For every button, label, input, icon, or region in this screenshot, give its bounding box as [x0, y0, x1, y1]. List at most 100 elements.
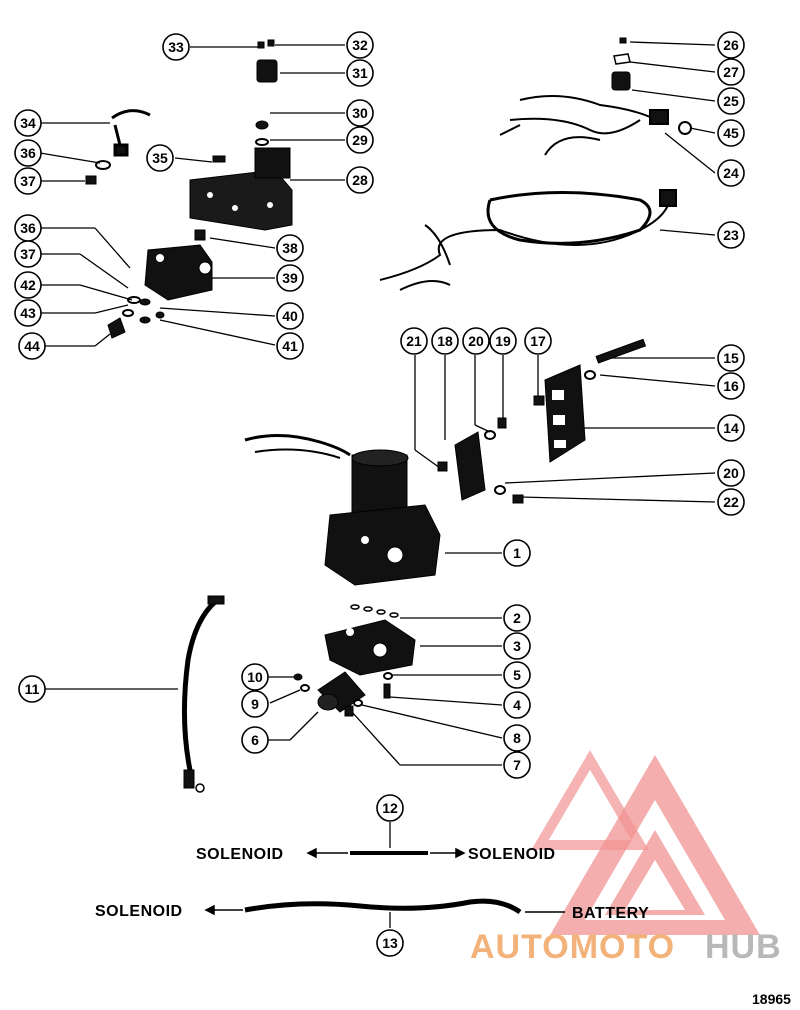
part-drawings [85, 37, 692, 916]
callout-circle [503, 751, 531, 779]
connection-labels: SOLENOID SOLENOID SOLENOID BATTERY [95, 846, 649, 922]
callout-number: 2 [513, 610, 521, 626]
callout-circle [18, 675, 46, 703]
callout-circle [503, 539, 531, 567]
callout-circle [162, 33, 190, 61]
callout-number: 18 [437, 333, 453, 349]
callout-number: 24 [723, 165, 739, 181]
callout-number: 44 [24, 338, 40, 354]
callout-number: 10 [247, 669, 263, 685]
part-13-cable [244, 898, 522, 915]
callout-circle [376, 929, 404, 957]
part-37-nut [85, 175, 97, 185]
callout-circle [717, 159, 745, 187]
callout-circle [717, 87, 745, 115]
callout-number: 37 [20, 246, 36, 262]
callout-number: 41 [282, 338, 298, 354]
callout-number: 35 [152, 150, 168, 166]
callout-20b: 20 [717, 459, 745, 487]
callout-number: 5 [513, 667, 521, 683]
callout-40: 40 [276, 302, 304, 330]
part-22-screw [512, 494, 524, 504]
callout-20a: 20 [462, 327, 490, 355]
callout-number: 37 [20, 173, 36, 189]
callout-number: 42 [20, 277, 36, 293]
callout-circle [717, 459, 745, 487]
callout-circle [241, 663, 269, 691]
callout-35: 35 [146, 144, 174, 172]
callout-number: 26 [723, 37, 739, 53]
callout-number: 29 [352, 132, 368, 148]
callout-number: 36 [20, 220, 36, 236]
part-31-grommet [256, 59, 278, 83]
callout-circle [717, 119, 745, 147]
callout-number: 11 [25, 681, 40, 697]
callout-13: 13 [376, 929, 404, 957]
callout-42: 42 [14, 271, 42, 299]
callout-number: 7 [513, 757, 521, 773]
label-battery-13: BATTERY [572, 905, 649, 922]
callout-number: 23 [723, 227, 739, 243]
callout-22: 22 [717, 488, 745, 516]
callout-number: 22 [723, 494, 739, 510]
callout-number: 14 [723, 420, 739, 436]
callout-circle [376, 794, 404, 822]
callout-24: 24 [717, 159, 745, 187]
callout-9: 9 [241, 690, 269, 718]
callout-circle [346, 31, 374, 59]
part-36-washer [95, 160, 111, 170]
callout-circle [276, 264, 304, 292]
callout-number: 27 [723, 64, 739, 80]
part-44-elbow [107, 317, 126, 339]
callout-circle [462, 327, 490, 355]
callout-21: 21 [400, 327, 428, 355]
callout-circle [503, 632, 531, 660]
callout-7: 7 [503, 751, 531, 779]
callout-34: 34 [14, 109, 42, 137]
callout-32: 32 [346, 31, 374, 59]
callout-8: 8 [503, 724, 531, 752]
part-32-33-screws [257, 39, 275, 49]
part-23-24-harness [379, 95, 692, 291]
part-26-screw [619, 37, 627, 44]
callout-number: 30 [352, 105, 368, 121]
part-25-block [611, 71, 631, 91]
part-2-orings [350, 604, 399, 618]
callout-circle [346, 166, 374, 194]
callout-circle [503, 661, 531, 689]
callout-37a: 37 [14, 167, 42, 195]
part-38-screw [194, 229, 206, 241]
part-4-screw [383, 683, 391, 699]
callout-circle [241, 726, 269, 754]
callout-number: 16 [723, 378, 739, 394]
callout-circle [346, 59, 374, 87]
watermark-text-a: AUTOMOTO [470, 928, 675, 966]
callout-number: 25 [723, 93, 739, 109]
callout-circle [717, 414, 745, 442]
callout-36b: 36 [14, 214, 42, 242]
callout-38: 38 [276, 234, 304, 262]
callout-15: 15 [717, 344, 745, 372]
callout-number: 34 [20, 115, 36, 131]
callout-16: 16 [717, 372, 745, 400]
callout-circle [524, 327, 552, 355]
callout-number: 20 [723, 465, 739, 481]
part-15-bolt [595, 338, 647, 364]
callout-number: 36 [20, 145, 36, 161]
part-19-screw [497, 417, 507, 429]
callout-circle [276, 332, 304, 360]
callout-11: 11 [18, 675, 46, 703]
callout-circle [14, 167, 42, 195]
callout-number: 32 [352, 37, 368, 53]
part-21-nut [437, 461, 448, 472]
callout-circle [717, 344, 745, 372]
part-7-8-small [344, 699, 363, 717]
callout-37b: 37 [14, 240, 42, 268]
figure-number: 18965 [752, 991, 791, 1007]
label-solenoid-12-right: SOLENOID [468, 846, 556, 863]
callout-circle [276, 234, 304, 262]
callout-1: 1 [503, 539, 531, 567]
callout-circle [14, 139, 42, 167]
part-16-washer [584, 370, 596, 380]
part-20-washer [484, 430, 506, 495]
